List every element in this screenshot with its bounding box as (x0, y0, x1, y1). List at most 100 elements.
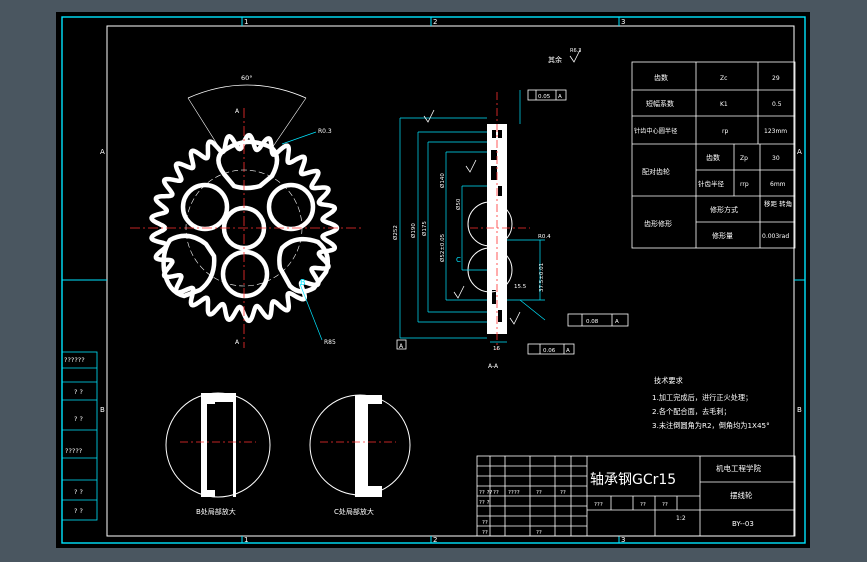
school-label: 机电工程学院 (716, 463, 761, 473)
param-0-name: 齿数 (654, 73, 668, 82)
zone-bottom-1: 1 (244, 536, 248, 544)
param-2-symbol: rp (722, 128, 728, 135)
b-mark: B (300, 278, 306, 287)
technical-requirements: 技术要求 1.加工完成后，进行正火处理； 2.各个配合面，去毛刺； 3.未注倒圆… (652, 376, 770, 430)
tb-cell-11: ?? (536, 530, 542, 536)
lightening-hole (277, 236, 330, 294)
tb-cell-8: ?? (662, 502, 668, 508)
dim-rr: R0.4 (538, 234, 551, 240)
inner-frame (106, 25, 795, 537)
roughness-symbol (569, 49, 581, 63)
param-1-symbol: K1 (720, 101, 728, 108)
lightening-hole (216, 139, 280, 191)
angle-label: 60° (241, 74, 253, 82)
zone-top-2: 2 (433, 18, 437, 26)
tech-item-2: 2.各个配合面，去毛刺； (652, 407, 731, 416)
datum-box (396, 339, 407, 350)
zone-right-a: A (797, 148, 802, 156)
eccentric-hole (220, 249, 270, 299)
tolerance-parallel: 0.06 A (527, 343, 575, 355)
title-block-text: 轴承钢GCr15 机电工程学院 摆线轮 BY--03 1:2 ?? ?? ?? … (479, 463, 761, 536)
section-view: Ø252 Ø190 Ø175 Ø140 Ø52±0.05 Ø50 37.5±0.… (392, 89, 629, 370)
detail-c-label: C处局部放大 (334, 507, 374, 516)
eccentric-holes (180, 182, 316, 299)
parameter-table (631, 61, 796, 249)
zone-left-b: B (100, 406, 105, 414)
radius-bottom-label: R85 (324, 339, 336, 346)
mating-0-name: 齿数 (706, 153, 720, 162)
left-signature-column (61, 351, 98, 521)
detail-b-label: B处局部放大 (196, 507, 236, 516)
parameter-table-text: 齿数 Zc 29 短幅系数 K1 0.5 针齿中心圆半径 rp 123mm 配对… (634, 73, 792, 240)
tolerance-perpendicular-value: 0.08 (586, 319, 599, 325)
angle-leader-right (271, 97, 307, 149)
tolerance-parallel-value: 0.06 (543, 348, 556, 354)
section-label: A-A (488, 363, 499, 370)
tech-item-3: 3.未注倒圆角为R2，倒角均为1X45° (652, 421, 770, 430)
tb-cell-7: ?? (640, 502, 646, 508)
tolerance-flatness-value: 0.05 (538, 94, 551, 100)
mating-group: 配对齿轮 (642, 167, 670, 176)
tolerance-flatness: 0.05 A (527, 89, 567, 101)
lightening-hole (161, 233, 217, 299)
dim-gap: 37.5±0.01 (539, 263, 545, 292)
left-cell-4: ? ? (74, 488, 83, 496)
drawing-number: BY--03 (732, 520, 754, 528)
tb-cell-9: ?? (482, 520, 488, 526)
param-0-symbol: Zc (720, 75, 727, 82)
view-arrow-a-top: A (235, 108, 240, 115)
zone-bottom-2: 2 (433, 536, 437, 544)
modification-0-value: 移距 转角 (764, 199, 792, 208)
zone-top-3: 3 (621, 18, 625, 26)
zone-bottom-3: 3 (621, 536, 625, 544)
tolerance-flatness-datum: A (558, 94, 562, 100)
mating-0-value: 30 (772, 155, 780, 162)
tb-cell-1: ?? (493, 490, 499, 496)
part-name: 摆线轮 (730, 490, 753, 500)
tech-item-1: 1.加工完成后，进行正火处理； (652, 393, 752, 402)
dim-d6: Ø52±0.05 (439, 233, 446, 262)
left-cell-1: ? ? (74, 388, 83, 396)
dim-d4: Ø140 (439, 173, 446, 188)
dim-d5: Ø50 (455, 198, 462, 210)
param-1-value: 0.5 (772, 101, 782, 108)
material-label: 轴承钢GCr15 (590, 472, 676, 488)
pitch-circle (185, 169, 303, 287)
tolerance-perpendicular-datum: A (615, 319, 619, 325)
param-2-name: 针齿中心圆半径 (634, 127, 677, 135)
radius-leader (281, 131, 317, 145)
lightening-holes (161, 139, 330, 299)
section-dimensions (399, 90, 546, 343)
param-1-name: 短幅系数 (646, 99, 674, 108)
dim-w1: 16 (493, 346, 500, 352)
section-hole-upper (467, 201, 513, 247)
modification-1-name: 修形量 (712, 231, 733, 240)
tolerance-perpendicular: 0.08 A (567, 313, 629, 327)
others-note: 其余 (548, 55, 562, 64)
modification-group: 齿形修形 (644, 219, 672, 228)
dim-d2: Ø175 (421, 221, 428, 236)
title-block-cells: ?? ?? ?? ???? ?? ?? ?? ? ??? ?? ?? ?? ??… (479, 490, 668, 536)
angle-arc (187, 84, 307, 99)
param-0-value: 29 (772, 75, 780, 82)
modification-0-name: 修形方式 (710, 205, 738, 214)
left-cell-5: ? ? (74, 507, 83, 515)
tb-cell-3: ?? (536, 490, 542, 496)
left-cell-2: ? ? (74, 415, 83, 423)
detail-c-profile (355, 395, 382, 497)
view-arrow-a-bottom: A (235, 339, 240, 346)
tb-cell-2: ???? (508, 490, 520, 496)
zone-left-a: A (100, 148, 105, 156)
left-cell-0: ?????? (64, 356, 85, 364)
zone-right-b: B (797, 406, 802, 414)
tech-title: 技术要求 (654, 376, 683, 385)
param-2-value: 123mm (764, 128, 787, 135)
dim-d3: Ø252 (392, 225, 399, 240)
tb-cell-4: ?? (560, 490, 566, 496)
zone-top-1: 1 (244, 18, 248, 26)
section-centerlines (470, 92, 530, 350)
zone-labels: 1 2 3 1 2 3 A B A B (100, 18, 802, 544)
zone-ticks (62, 17, 805, 543)
c-mark: C (456, 256, 461, 264)
